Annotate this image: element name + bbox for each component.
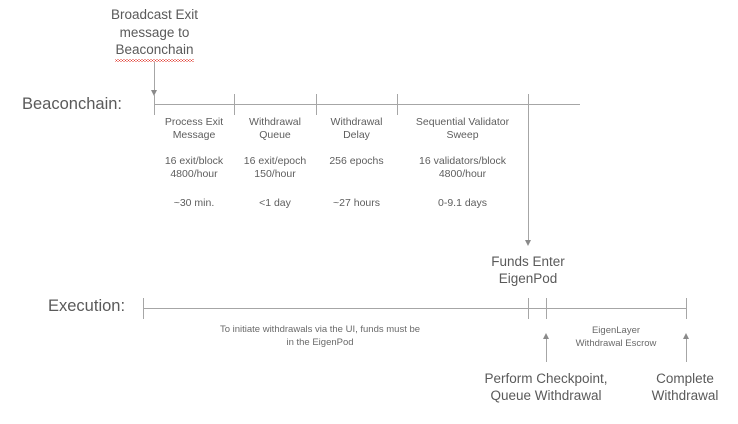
beaconchain-segment-3-name: Sequential Validator Sweep bbox=[397, 116, 528, 142]
funds-enter-arrow-head-icon bbox=[524, 240, 531, 246]
beaconchain-segment-1-metric: 16 exit/epoch 150/hour bbox=[234, 155, 316, 181]
segment-1-name-line2: Queue bbox=[259, 129, 291, 141]
broadcast-arrow-head-icon bbox=[150, 90, 157, 96]
eigenlayer-withdrawal-escrow-note: EigenLayer Withdrawal Escrow bbox=[556, 325, 676, 350]
funds-enter-line2: EigenPod bbox=[498, 271, 558, 286]
lane-label-beaconchain: Beaconchain: bbox=[22, 95, 122, 113]
beaconchain-tick-0 bbox=[154, 94, 155, 115]
broadcast-exit-line3: Beaconchain bbox=[115, 42, 194, 61]
beaconchain-tick-1 bbox=[234, 94, 235, 115]
beaconchain-tick-2 bbox=[316, 94, 317, 115]
segment-1-metric-line2: 150/hour bbox=[254, 168, 296, 180]
lane-label-execution: Execution: bbox=[48, 297, 126, 315]
broadcast-exit-line1: Broadcast Exit bbox=[110, 7, 199, 22]
execution-note-line1: To initiate withdrawals via the UI, fund… bbox=[219, 324, 421, 335]
escrow-note-line2: Withdrawal Escrow bbox=[575, 337, 657, 349]
segment-3-name-line1: Sequential Validator bbox=[415, 116, 510, 128]
broadcast-arrow-shaft bbox=[154, 62, 155, 92]
segment-2-name-line1: Withdrawal bbox=[330, 116, 383, 128]
beaconchain-tick-4 bbox=[528, 94, 529, 115]
segment-3-name-line2: Sweep bbox=[446, 129, 479, 141]
segment-0-metric-line1: 16 exit/block bbox=[164, 155, 224, 167]
segment-2-name-line2: Delay bbox=[343, 129, 370, 141]
escrow-note-line1: EigenLayer bbox=[591, 325, 641, 336]
segment-3-metric-line2: 4800/hour bbox=[438, 168, 487, 180]
segment-0-name-line2: Message bbox=[172, 129, 216, 141]
funds-enter-eigenpod-label: Funds Enter EigenPod bbox=[463, 253, 593, 287]
beaconchain-segment-2-metric: 256 epochs bbox=[316, 155, 397, 168]
beaconchain-segment-0-name: Process Exit Message bbox=[154, 116, 234, 142]
marker-complete-line1: Complete bbox=[656, 371, 714, 386]
execution-marker-complete-label: Complete Withdrawal bbox=[632, 370, 738, 404]
beaconchain-segment-0-metric: 16 exit/block 4800/hour bbox=[154, 155, 234, 181]
segment-0-metric-line2: 4800/hour bbox=[170, 168, 218, 180]
execution-tick-complete bbox=[686, 298, 687, 319]
checkpoint-arrow-shaft bbox=[546, 337, 547, 362]
checkpoint-arrow-head-icon bbox=[542, 333, 549, 339]
segment-3-metric-line1: 16 validators/block bbox=[419, 155, 506, 167]
beaconchain-segment-2-name: Withdrawal Delay bbox=[316, 116, 397, 142]
beaconchain-segment-3-duration: 0-9.1 days bbox=[437, 197, 488, 209]
execution-eigenpod-note: To initiate withdrawals via the UI, fund… bbox=[185, 324, 455, 349]
beaconchain-segment-0-duration: ~30 min. bbox=[173, 197, 215, 209]
segment-2-metric-line1: 256 epochs bbox=[329, 155, 384, 167]
beaconchain-tick-3 bbox=[397, 94, 398, 115]
marker-checkpoint-line2: Queue Withdrawal bbox=[490, 388, 602, 403]
complete-arrow-head-icon bbox=[682, 333, 689, 339]
funds-enter-line1: Funds Enter bbox=[491, 254, 565, 269]
segment-1-name-line1: Withdrawal bbox=[249, 116, 301, 128]
execution-tick-start bbox=[143, 298, 144, 319]
execution-tick-funds-enter bbox=[528, 298, 529, 319]
broadcast-exit-callout: Broadcast Exit message to Beaconchain bbox=[92, 6, 217, 61]
beaconchain-segment-3-metric: 16 validators/block 4800/hour bbox=[397, 155, 528, 181]
execution-tick-checkpoint bbox=[546, 298, 547, 319]
broadcast-exit-line2: message to bbox=[119, 24, 190, 40]
funds-enter-connector-shaft bbox=[528, 115, 529, 242]
beaconchain-axis-line bbox=[154, 104, 580, 105]
complete-arrow-shaft bbox=[686, 337, 687, 362]
broadcast-exit-line3-wrapper: Beaconchain bbox=[92, 41, 217, 61]
marker-complete-line2: Withdrawal bbox=[651, 388, 719, 403]
segment-0-name-line1: Process Exit bbox=[164, 116, 224, 128]
execution-note-line2: in the EigenPod bbox=[286, 336, 354, 348]
execution-axis-line bbox=[143, 308, 687, 309]
segment-1-metric-line1: 16 exit/epoch bbox=[243, 155, 307, 167]
beaconchain-segment-2-duration: ~27 hours bbox=[333, 197, 380, 209]
marker-checkpoint-line1: Perform Checkpoint, bbox=[484, 371, 608, 386]
beaconchain-segment-1-duration: <1 day bbox=[259, 197, 291, 209]
execution-marker-checkpoint-label: Perform Checkpoint, Queue Withdrawal bbox=[466, 370, 626, 404]
beaconchain-segment-1-name: Withdrawal Queue bbox=[234, 116, 316, 142]
